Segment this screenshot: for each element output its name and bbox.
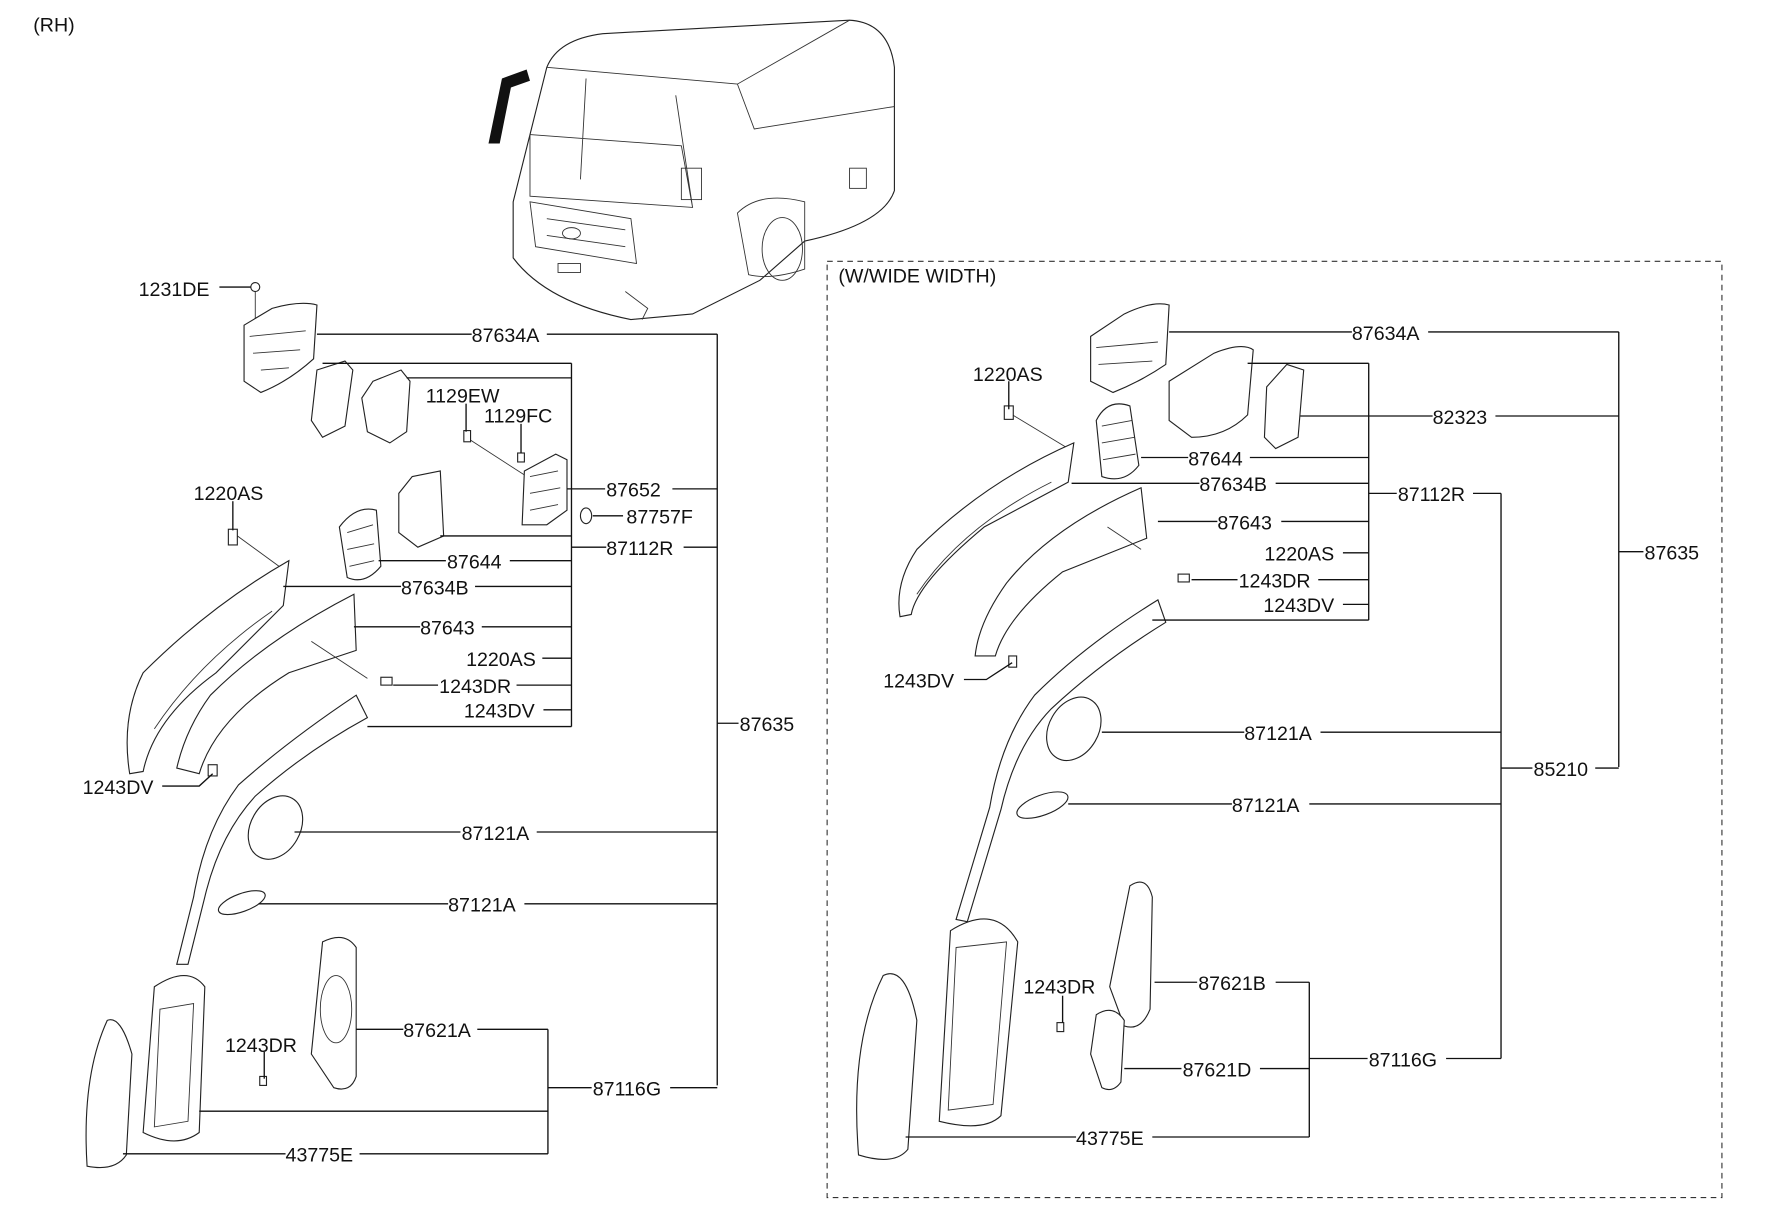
part-label: 87621A <box>403 1020 472 1042</box>
part-label: 1243DR <box>439 676 511 698</box>
part-label: 1243DV <box>83 777 154 799</box>
right-leader-lines <box>905 331 1644 1138</box>
part-label: 87643 <box>420 618 475 640</box>
part-label: 87112R <box>1398 484 1465 506</box>
part-label: 87643 <box>1217 512 1272 534</box>
part-label: 87121A <box>462 823 531 845</box>
part-label: 1243DR <box>225 1035 297 1057</box>
part-label: 1243DR <box>1023 976 1095 998</box>
right-assembly-parts <box>856 303 1305 1160</box>
wide-width-variant-box <box>826 260 1723 1199</box>
part-label: 1129EW <box>426 386 500 408</box>
part-label: 87635 <box>1645 543 1700 565</box>
part-label: 87121A <box>1244 723 1313 745</box>
part-label: 1220AS <box>1264 544 1334 566</box>
part-label: 1231DE <box>139 279 210 301</box>
part-label: 85210 <box>1534 759 1589 781</box>
right-part-labels: 87634A 1220AS 82323 87644 87634B 87112R … <box>883 323 1699 1150</box>
part-label: 1220AS <box>194 483 264 505</box>
part-label: 1243DV <box>1263 595 1334 617</box>
variant-label: (W/WIDE WIDTH) <box>838 266 996 288</box>
part-label: 87634B <box>401 577 469 599</box>
part-label: 1243DV <box>464 701 535 723</box>
left-assembly-parts <box>85 282 593 1169</box>
part-label: 87112R <box>606 538 673 560</box>
part-label: 1220AS <box>466 649 536 671</box>
bus-illustration <box>488 19 895 321</box>
part-label: 87621B <box>1198 973 1266 995</box>
left-leader-lines <box>122 286 739 1155</box>
part-label: 1129FC <box>484 406 552 428</box>
part-label: 1220AS <box>973 364 1043 386</box>
part-label: 87621D <box>1183 1059 1252 1081</box>
part-label: 87121A <box>448 895 517 917</box>
left-part-labels: 1231DE 87634A 1129EW 1129FC 87652 87757F… <box>83 279 795 1167</box>
part-label: 87652 <box>606 480 661 502</box>
part-label: 87644 <box>447 551 502 573</box>
part-label: 43775E <box>286 1145 354 1167</box>
part-label: 87634A <box>472 325 541 347</box>
part-label: 87634B <box>1199 474 1267 496</box>
part-label: 1243DV <box>883 670 954 692</box>
part-label: 82323 <box>1433 407 1488 429</box>
part-label: 87634A <box>1352 323 1421 345</box>
part-label: 87635 <box>740 714 795 736</box>
view-label: (RH) <box>33 14 74 36</box>
part-label: 87757F <box>626 507 693 529</box>
part-label: 87121A <box>1232 795 1301 817</box>
part-label: 87116G <box>1369 1049 1437 1071</box>
part-label: 87644 <box>1188 448 1243 470</box>
part-label: 1243DR <box>1239 571 1311 593</box>
part-label: 43775E <box>1076 1128 1144 1150</box>
part-label: 87116G <box>593 1079 661 1101</box>
